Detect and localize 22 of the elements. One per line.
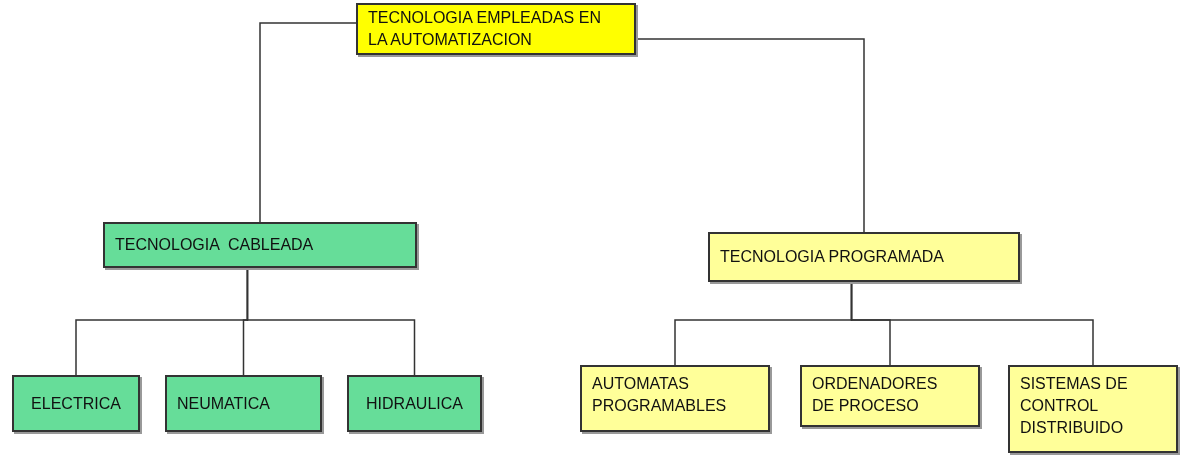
- box-label: TECNOLOGIA PROGRAMADA: [720, 247, 945, 267]
- category-box: [347, 375, 482, 432]
- connector-line: [850, 281, 1094, 366]
- category-box: [1008, 365, 1178, 453]
- category-box: [800, 365, 980, 427]
- box-label: SISTEMAS DE CONTROL DISTRIBUIDO: [1020, 374, 1129, 438]
- category-box: [708, 232, 1020, 282]
- box-label: TECNOLOGIA CABLEADA: [115, 235, 314, 255]
- category-box: [165, 375, 322, 432]
- box-label: TECNOLOGIA EMPLEADAS EN LA AUTOMATIZACION: [368, 8, 602, 50]
- box-label: ORDENADORES DE PROCESO: [812, 374, 939, 416]
- connector-line: [259, 22, 357, 223]
- category-box: [103, 222, 417, 268]
- box-label: NEUMATICA: [177, 393, 271, 414]
- box-label: ELECTRICA: [31, 393, 121, 414]
- category-box: [580, 365, 770, 432]
- category-box: [12, 375, 140, 432]
- connector-line: [635, 38, 865, 233]
- connector-line: [246, 267, 416, 376]
- box-label: HIDRAULICA: [366, 393, 463, 414]
- box-label: AUTOMATAS PROGRAMABLES: [592, 374, 728, 416]
- category-box: [356, 3, 636, 55]
